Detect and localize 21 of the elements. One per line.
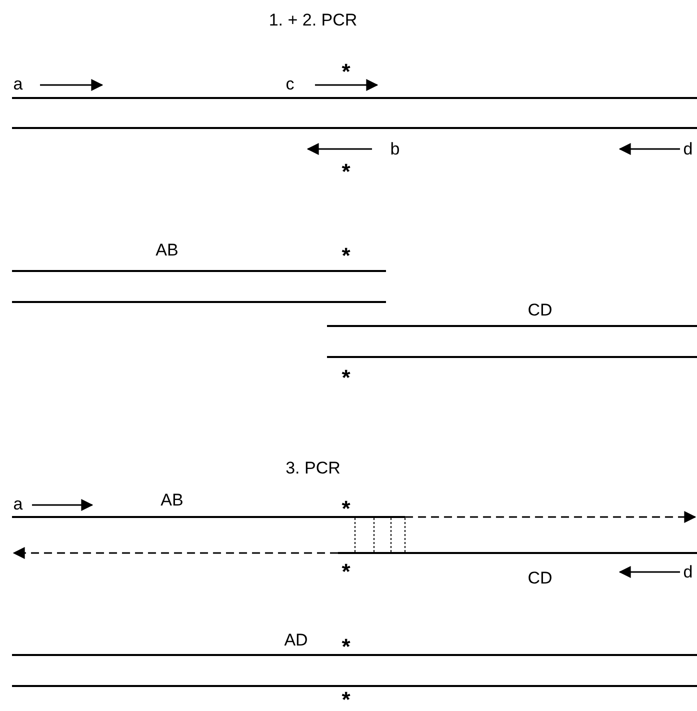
label: 1. + 2. PCR [268, 12, 358, 28]
label: CD [528, 570, 552, 586]
label: d [683, 140, 693, 158]
label: d [683, 564, 693, 580]
label: AB [160, 492, 184, 508]
label: AB [156, 242, 178, 258]
mutation-mark: * [342, 161, 350, 183]
mutation-mark: * [342, 245, 350, 267]
label: a [13, 76, 23, 92]
mutation-mark: * [342, 61, 350, 83]
label: a [13, 496, 23, 512]
mutation-mark: * [342, 636, 350, 658]
mutation-mark: * [342, 498, 350, 520]
mutation-mark: * [342, 561, 350, 583]
mutation-mark: * [342, 689, 350, 711]
label: 3. PCR [286, 460, 340, 476]
mutation-mark: * [342, 367, 350, 389]
label: b [390, 140, 400, 158]
label: c [286, 76, 294, 92]
label: AD [284, 632, 308, 648]
label: CD [528, 302, 552, 318]
